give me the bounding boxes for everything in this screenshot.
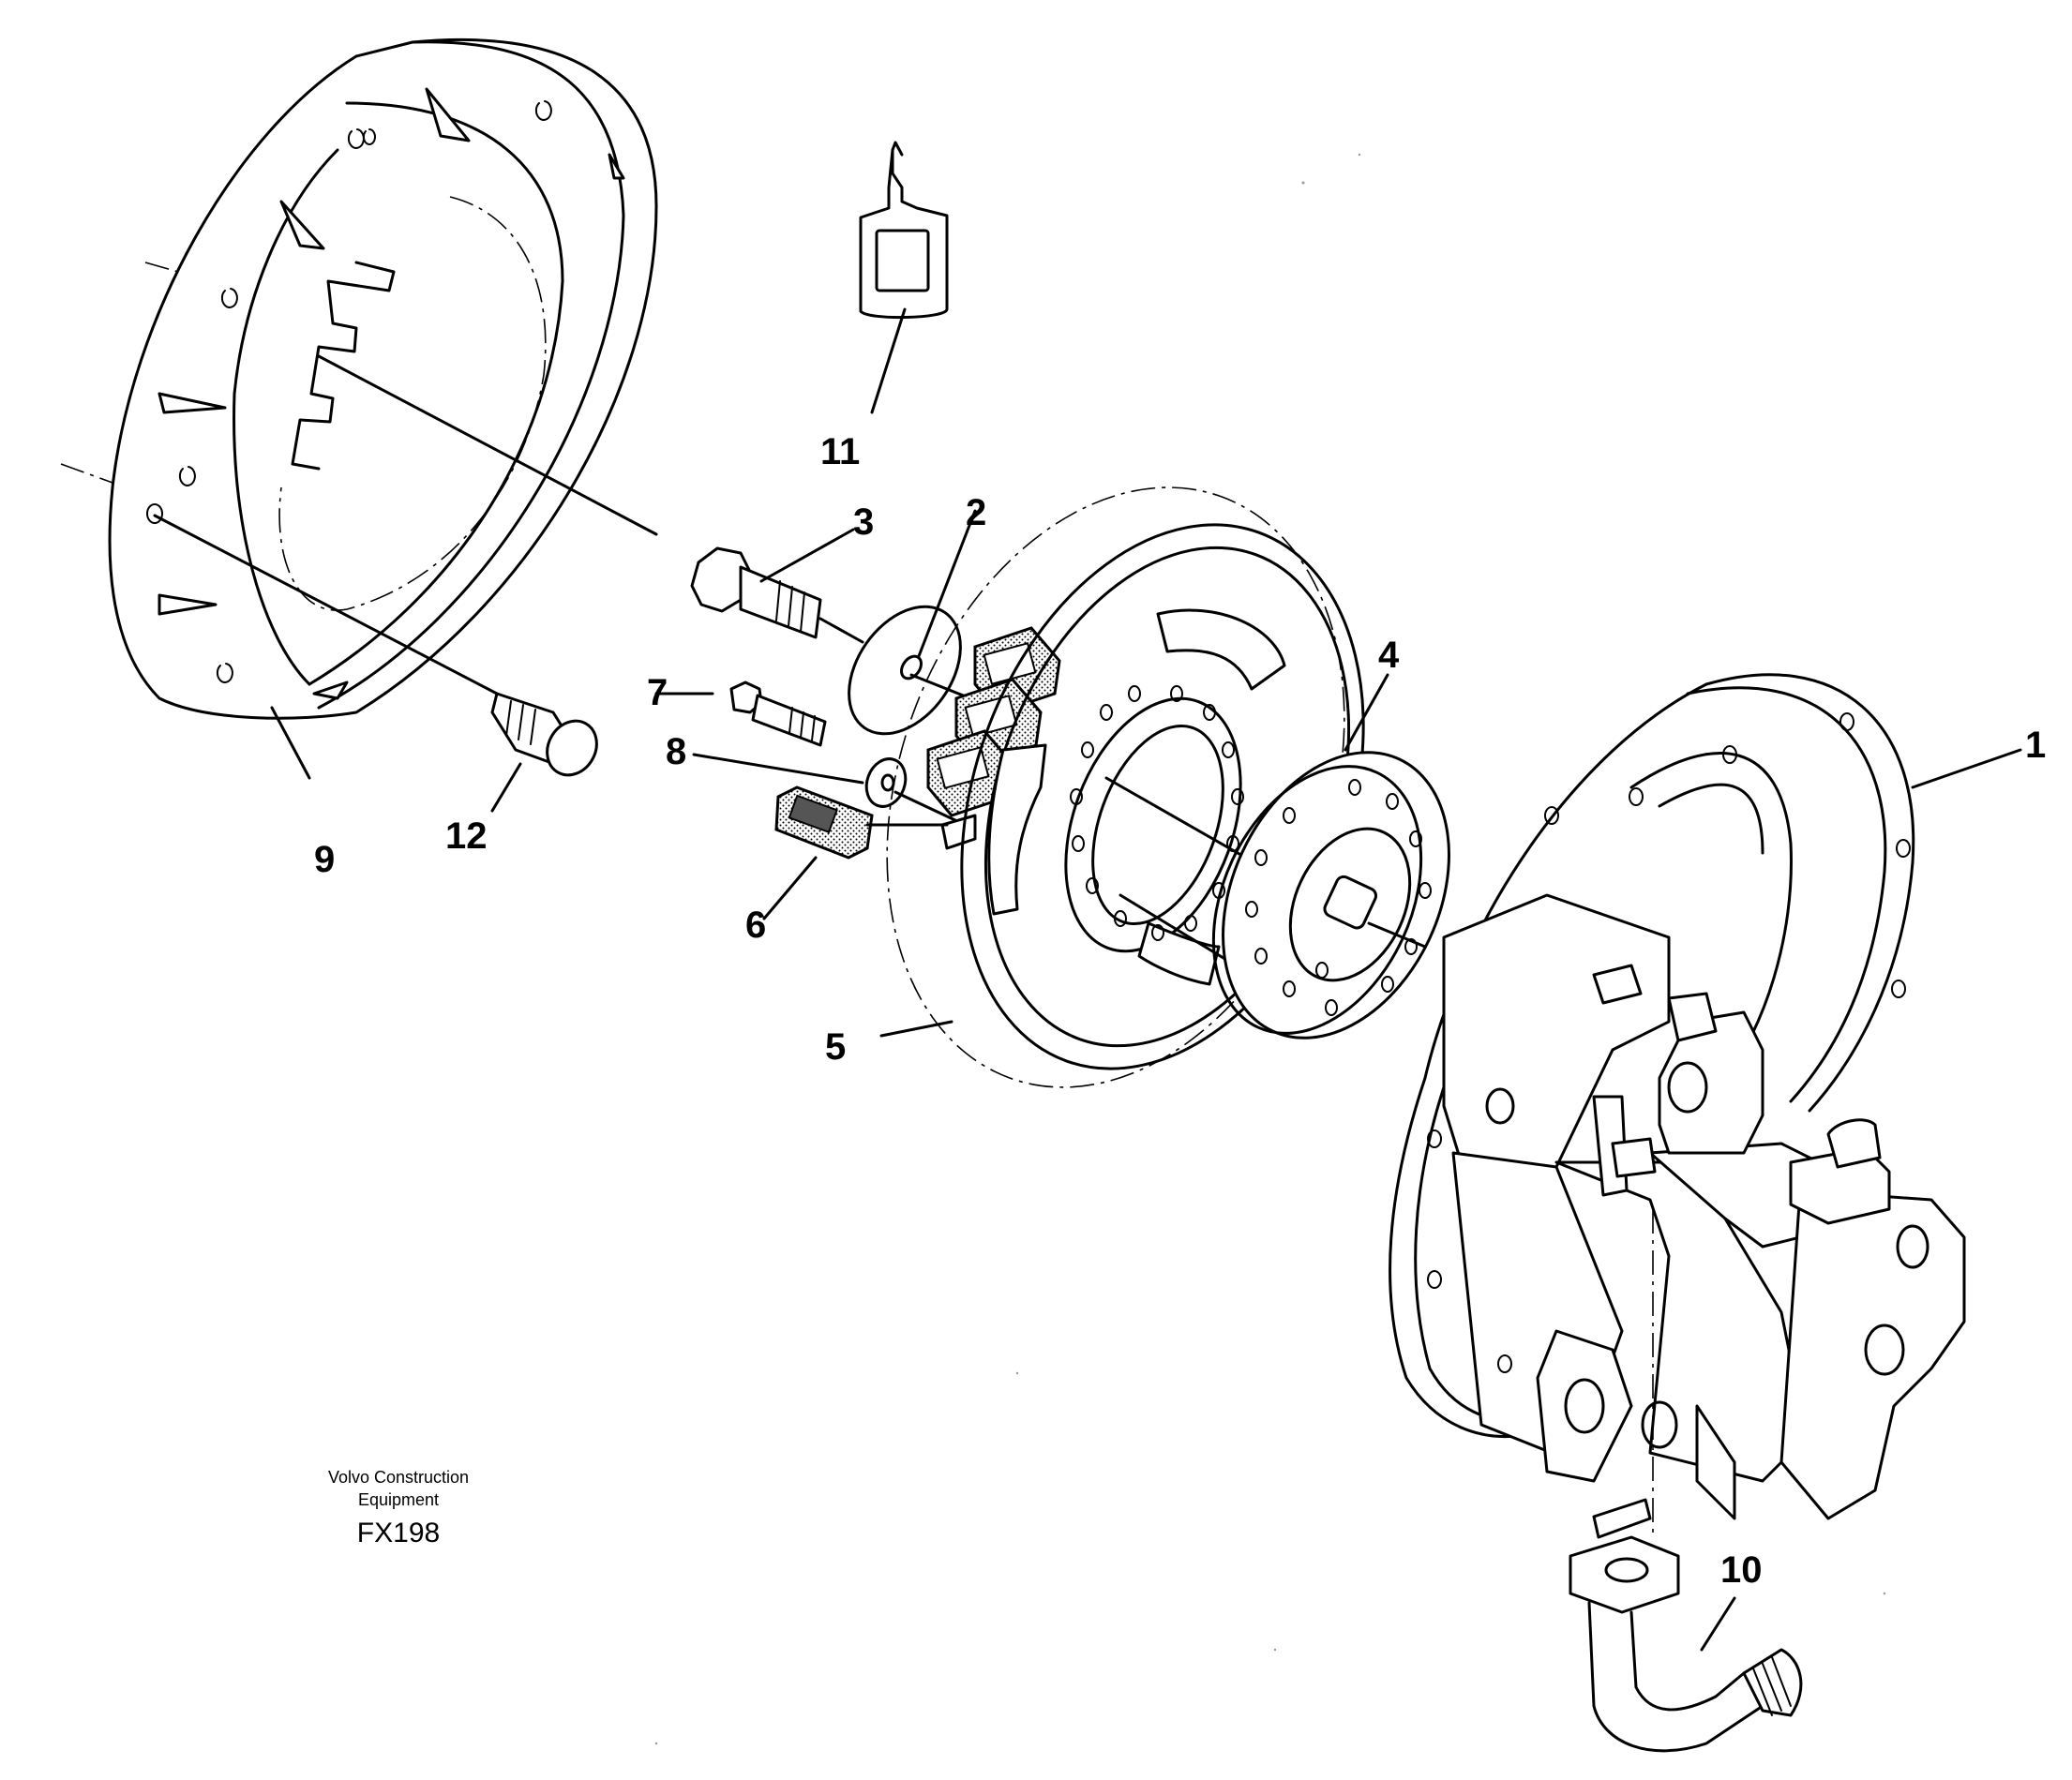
callout-4: 4 xyxy=(1378,635,1400,676)
hydraulic-pump-part-1 xyxy=(1389,673,2022,1520)
bolt-part-7 xyxy=(654,681,827,747)
credit-line-1: Volvo Construction xyxy=(328,1468,469,1487)
bell-housing-part-9 xyxy=(60,38,658,720)
credit-line-2: Equipment xyxy=(358,1490,439,1509)
callout-2: 2 xyxy=(966,492,986,533)
callout-9: 9 xyxy=(314,839,335,880)
washer-part-2 xyxy=(848,509,977,736)
callout-3: 3 xyxy=(853,501,874,543)
figure-code: FX198 xyxy=(357,1518,440,1548)
callout-8: 8 xyxy=(666,731,686,772)
callout-12: 12 xyxy=(445,815,488,857)
bolt-part-3 xyxy=(690,528,864,644)
block-part-6 xyxy=(762,785,977,920)
callout-1: 1 xyxy=(2025,725,2046,766)
elbow-pipe-part-10 xyxy=(1569,1209,1803,1753)
callout-5: 5 xyxy=(825,1026,846,1068)
axis-line-lower xyxy=(153,514,499,696)
scan-specks xyxy=(654,153,1886,1745)
flywheel-part-5 xyxy=(879,486,1365,1088)
washer-part-8 xyxy=(692,753,977,831)
axis-line-upper xyxy=(317,354,658,536)
callout-11: 11 xyxy=(820,431,860,472)
callout-6: 6 xyxy=(745,905,766,946)
callout-10: 10 xyxy=(1720,1549,1763,1591)
callout-7: 7 xyxy=(647,672,668,713)
leader-part-9 xyxy=(270,706,311,780)
axis-line-hub xyxy=(1367,921,1427,949)
sealant-bottle-part-11 xyxy=(859,141,949,414)
coupling-hub-part-4 xyxy=(1211,673,1450,1040)
stud-bolt-part-12 xyxy=(490,692,598,813)
